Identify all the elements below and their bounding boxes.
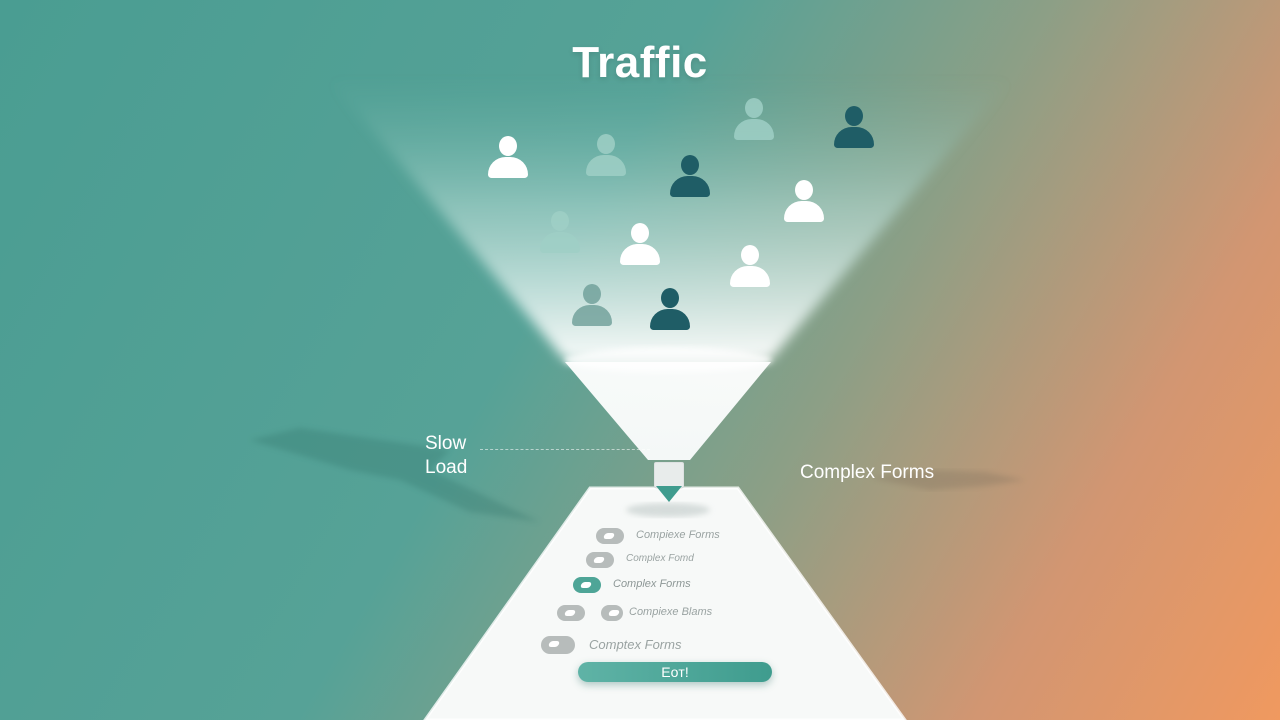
form-row-label: Compiexe Blams [629, 606, 713, 618]
complex-forms-label: Complex Forms [800, 462, 935, 483]
form-row-toggle[interactable] [586, 552, 614, 568]
slow-load-arrow-shadow [250, 428, 540, 522]
funnel-drop-icon [654, 462, 684, 502]
form-row-label: Compiexe Forms [636, 529, 720, 541]
form-row-toggle[interactable] [596, 528, 624, 544]
form-panel [425, 488, 905, 720]
user-icon [834, 106, 874, 150]
user-icon [586, 134, 626, 178]
user-icon [540, 211, 580, 255]
user-icon [784, 180, 824, 224]
user-icon [650, 288, 690, 332]
funnel-neck [565, 362, 771, 460]
dashed-divider [480, 449, 650, 450]
user-icon [488, 136, 528, 180]
user-icon [730, 245, 770, 289]
slow-load-label: Slow Load [425, 432, 467, 480]
user-icon [670, 155, 710, 199]
slow-load-label-line1: Slow [425, 433, 467, 454]
user-icon [572, 284, 612, 328]
page-title: Traffic [572, 38, 708, 87]
slow-load-label-line2: Load [425, 457, 468, 478]
form-row-label: Comptex Forms [589, 637, 682, 652]
form-row-toggle-secondary[interactable] [601, 605, 623, 621]
user-icon [620, 223, 660, 267]
form-row-toggle[interactable] [573, 577, 601, 593]
submit-button[interactable]: Eoт! [578, 662, 772, 682]
form-row-toggle[interactable] [541, 636, 575, 654]
complex-forms-arrow-shadow [870, 470, 1025, 490]
form-row-label: Complex Forms [613, 578, 691, 590]
user-icon [734, 98, 774, 142]
form-row-toggle[interactable] [557, 605, 585, 621]
form-row-label: Complex Fomd [626, 553, 694, 564]
